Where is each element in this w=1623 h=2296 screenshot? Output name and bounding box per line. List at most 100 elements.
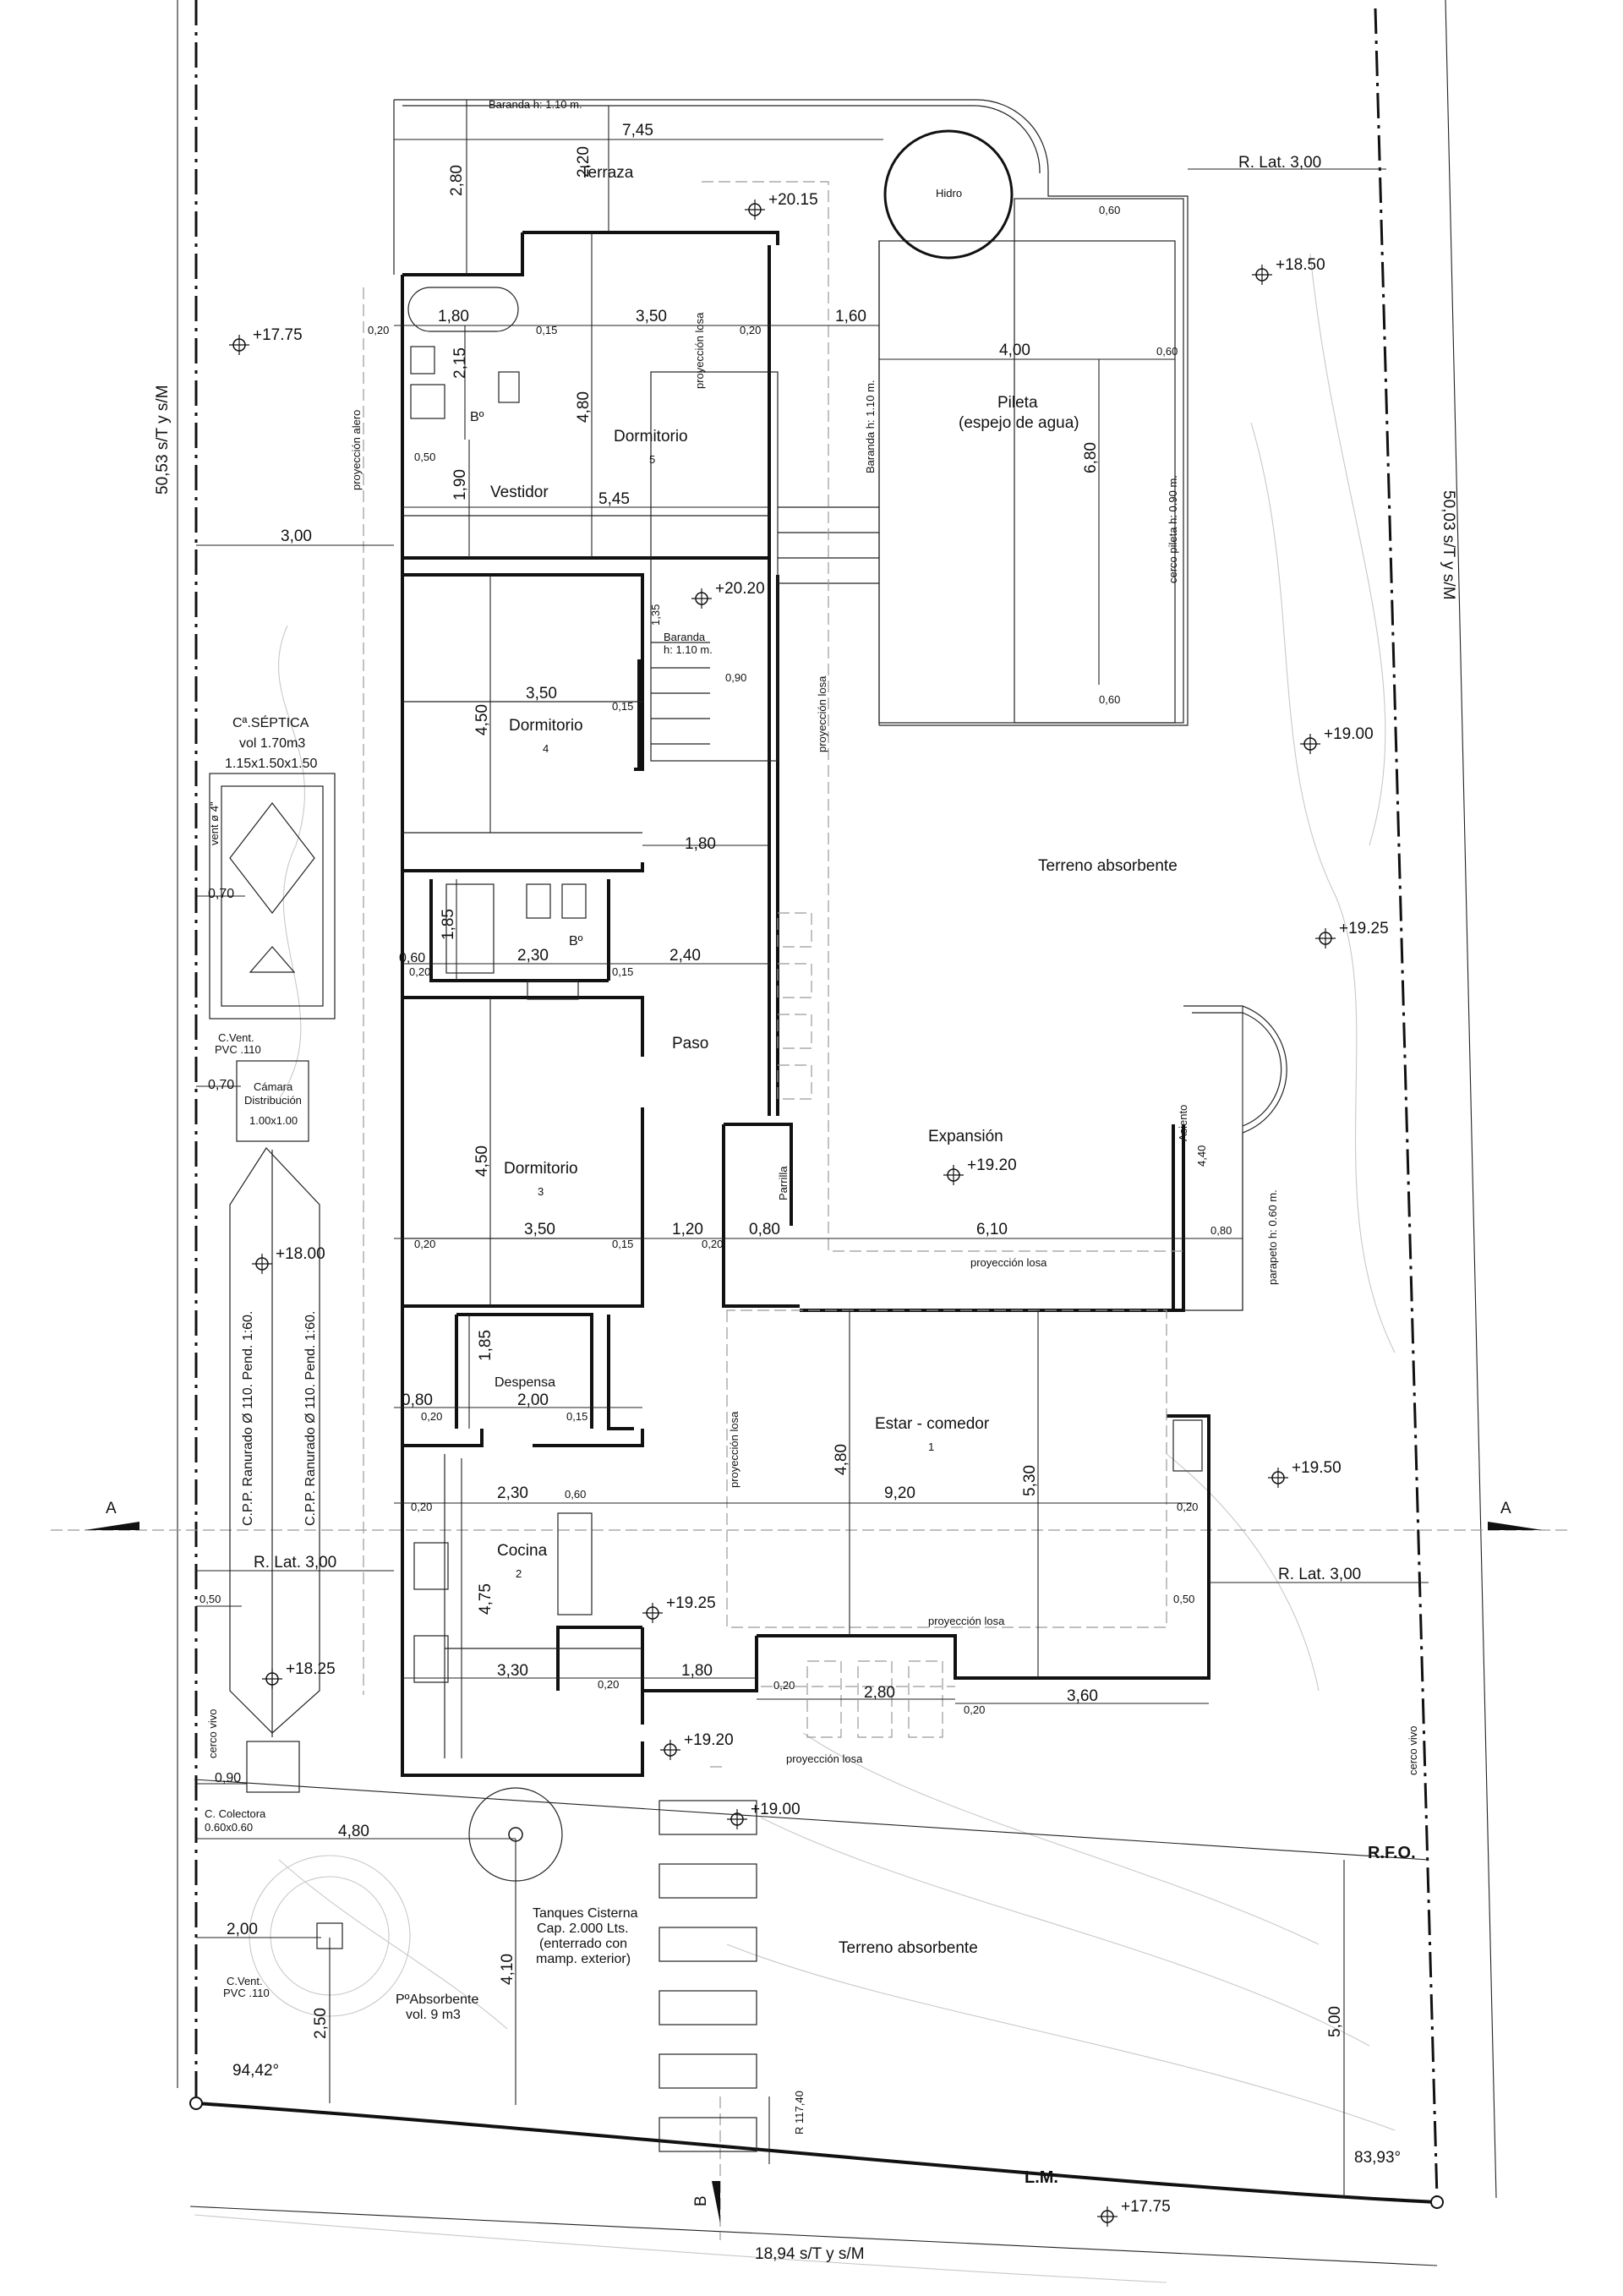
small-060-a: 0,60	[1099, 204, 1120, 216]
label-tanques-2: Cap. 2.000 Lts.	[537, 1922, 629, 1936]
label-cpp-1: C.P.P. Ranurado Ø 110. Pend. 1:60.	[241, 1311, 255, 1526]
label-hidro: Hidro	[936, 187, 962, 200]
dim-280b: 2,80	[864, 1684, 895, 1702]
label-proy-losa-5: proyección losa	[928, 1615, 1005, 1627]
label-cvent-1: C.Vent.	[218, 1031, 254, 1044]
label-proy-alero: proyección alero	[350, 410, 363, 490]
level-marker: +17.75	[229, 326, 303, 355]
dim-440: 4,40	[1195, 1145, 1208, 1167]
small-015-b: 0,15	[612, 700, 633, 713]
label-parapeto: parapeto h: 0.60 m.	[1266, 1189, 1279, 1285]
level-value: +19.20	[684, 1731, 734, 1749]
dim-080c: 0,80	[402, 1391, 433, 1409]
label-colectora-2: 0.60x0.60	[205, 1821, 253, 1834]
label-bano-top: Bº	[470, 410, 484, 424]
dim-180a: 1,80	[438, 308, 469, 325]
dim-070b: 0,70	[208, 1078, 234, 1092]
label-pozo-1: PºAbsorbente	[396, 1993, 478, 2007]
label-bano-mid: Bº	[569, 934, 583, 948]
small-015-a: 0,15	[536, 324, 557, 336]
label-pileta-2: (espejo de agua)	[959, 414, 1079, 432]
label-pozo-2: vol. 9 m3	[406, 2008, 461, 2022]
dim-745: 7,45	[622, 122, 653, 139]
right-side-length: 50,03 s/T y s/M	[1440, 490, 1457, 600]
dim-410: 4,10	[499, 1954, 516, 1985]
projections	[363, 181, 1183, 1768]
label-terreno-2: Terreno absorbente	[839, 1939, 978, 1957]
level-marker: +19.25	[642, 1594, 716, 1623]
dim-400: 4,00	[999, 342, 1030, 359]
level-value: +18.00	[276, 1245, 325, 1263]
dim-610: 6,10	[976, 1221, 1008, 1238]
small-020-c: 0,20	[409, 965, 430, 978]
level-value: +19.00	[1324, 725, 1374, 743]
dim-480c: 4,80	[338, 1823, 369, 1840]
label-asiento: Asiento	[1177, 1105, 1189, 1141]
dim-rlat-right: R. Lat. 3,00	[1278, 1566, 1361, 1583]
interior-lines	[249, 129, 1203, 2152]
label-pileta-1: Pileta	[997, 394, 1038, 412]
label-baranda-stair-2: h: 1.10 m.	[664, 643, 713, 656]
label-camara-1: Cámara	[254, 1080, 293, 1093]
dim-480b: 4,80	[833, 1444, 850, 1475]
level-marker: +19.00	[727, 1801, 801, 1829]
dim-060b: 0,60	[399, 951, 425, 965]
left-side-length: 50,53 s/T y s/M	[154, 385, 172, 495]
label-parrilla: Parrilla	[777, 1166, 790, 1200]
label-dormitorio5-n: 5	[649, 453, 655, 466]
label-septica-3: 1.15x1.50x1.50	[225, 757, 318, 771]
dim-180c: 1,80	[681, 1662, 713, 1680]
label-estar-n: 1	[928, 1440, 934, 1453]
front-side-length: 18,94 s/T y s/M	[755, 2245, 865, 2263]
section-a-right-marker	[1488, 1522, 1543, 1530]
small-020-b: 0,20	[740, 324, 761, 336]
dim-230a: 2,30	[517, 947, 549, 965]
small-050-a: 0,50	[414, 451, 435, 463]
label-expansion: Expansión	[928, 1128, 1003, 1145]
label-tanques-1: Tanques Cisterna	[533, 1906, 638, 1921]
small-020-e: 0,20	[702, 1238, 723, 1250]
dim-530: 5,30	[1021, 1465, 1039, 1496]
dim-350b: 3,50	[526, 685, 557, 702]
label-proy-losa-6: proyección losa	[786, 1752, 863, 1765]
label-cpp-2: C.P.P. Ranurado Ø 110. Pend. 1:60.	[303, 1311, 318, 1526]
level-value: +19.50	[1292, 1459, 1342, 1477]
level-marker: +18.50	[1252, 256, 1325, 285]
dim-360: 3,60	[1067, 1687, 1098, 1705]
label-cvent2-2: PVC .110	[223, 1987, 270, 1999]
level-value: +17.75	[1121, 2198, 1171, 2216]
label-proy-losa-4: proyección losa	[728, 1411, 740, 1488]
dim-060a: 0,60	[1156, 345, 1178, 358]
dim-350c: 3,50	[524, 1221, 555, 1238]
level-marker: +19.50	[1268, 1459, 1342, 1488]
label-despensa: Despensa	[495, 1375, 555, 1390]
small-020-j: 0,20	[773, 1679, 795, 1692]
level-marker: +18.25	[262, 1660, 336, 1689]
hedge-left: cerco vivo	[206, 1708, 219, 1758]
level-marker: +17.75	[1097, 2198, 1171, 2227]
building-walls	[393, 99, 1287, 1777]
label-paso: Paso	[672, 1035, 708, 1052]
level-value: +19.25	[666, 1594, 716, 1612]
label-cerco-pileta: cerco pileta h: 0.90 m.	[1167, 475, 1179, 583]
level-value: +19.00	[751, 1801, 801, 1818]
angle-left: 94,42°	[232, 2062, 279, 2080]
dim-545: 5,45	[598, 490, 630, 508]
level-value: +18.25	[286, 1660, 336, 1678]
section-a-right: A	[1500, 1500, 1511, 1517]
label-tanques-4: mamp. exterior)	[536, 1952, 631, 1966]
level-markers: +20.15+18.50+17.75+20.20+19.00+19.25+19.…	[229, 191, 1389, 2227]
section-b-marker	[712, 2181, 720, 2223]
dimension-lines	[196, 100, 1429, 2198]
dim-280: 2,80	[448, 165, 466, 196]
label-septica-2: vol 1.70m3	[239, 736, 305, 751]
label-vent: vent ø 4"	[208, 801, 221, 845]
dim-680: 6,80	[1082, 442, 1100, 473]
dim-475: 4,75	[477, 1583, 495, 1615]
label-cocina: Cocina	[497, 1542, 548, 1560]
septic-system	[209, 773, 336, 1793]
level-value: +18.50	[1276, 256, 1325, 274]
level-marker: +19.00	[1300, 725, 1374, 754]
label-camara-2: Distribución	[244, 1094, 302, 1107]
